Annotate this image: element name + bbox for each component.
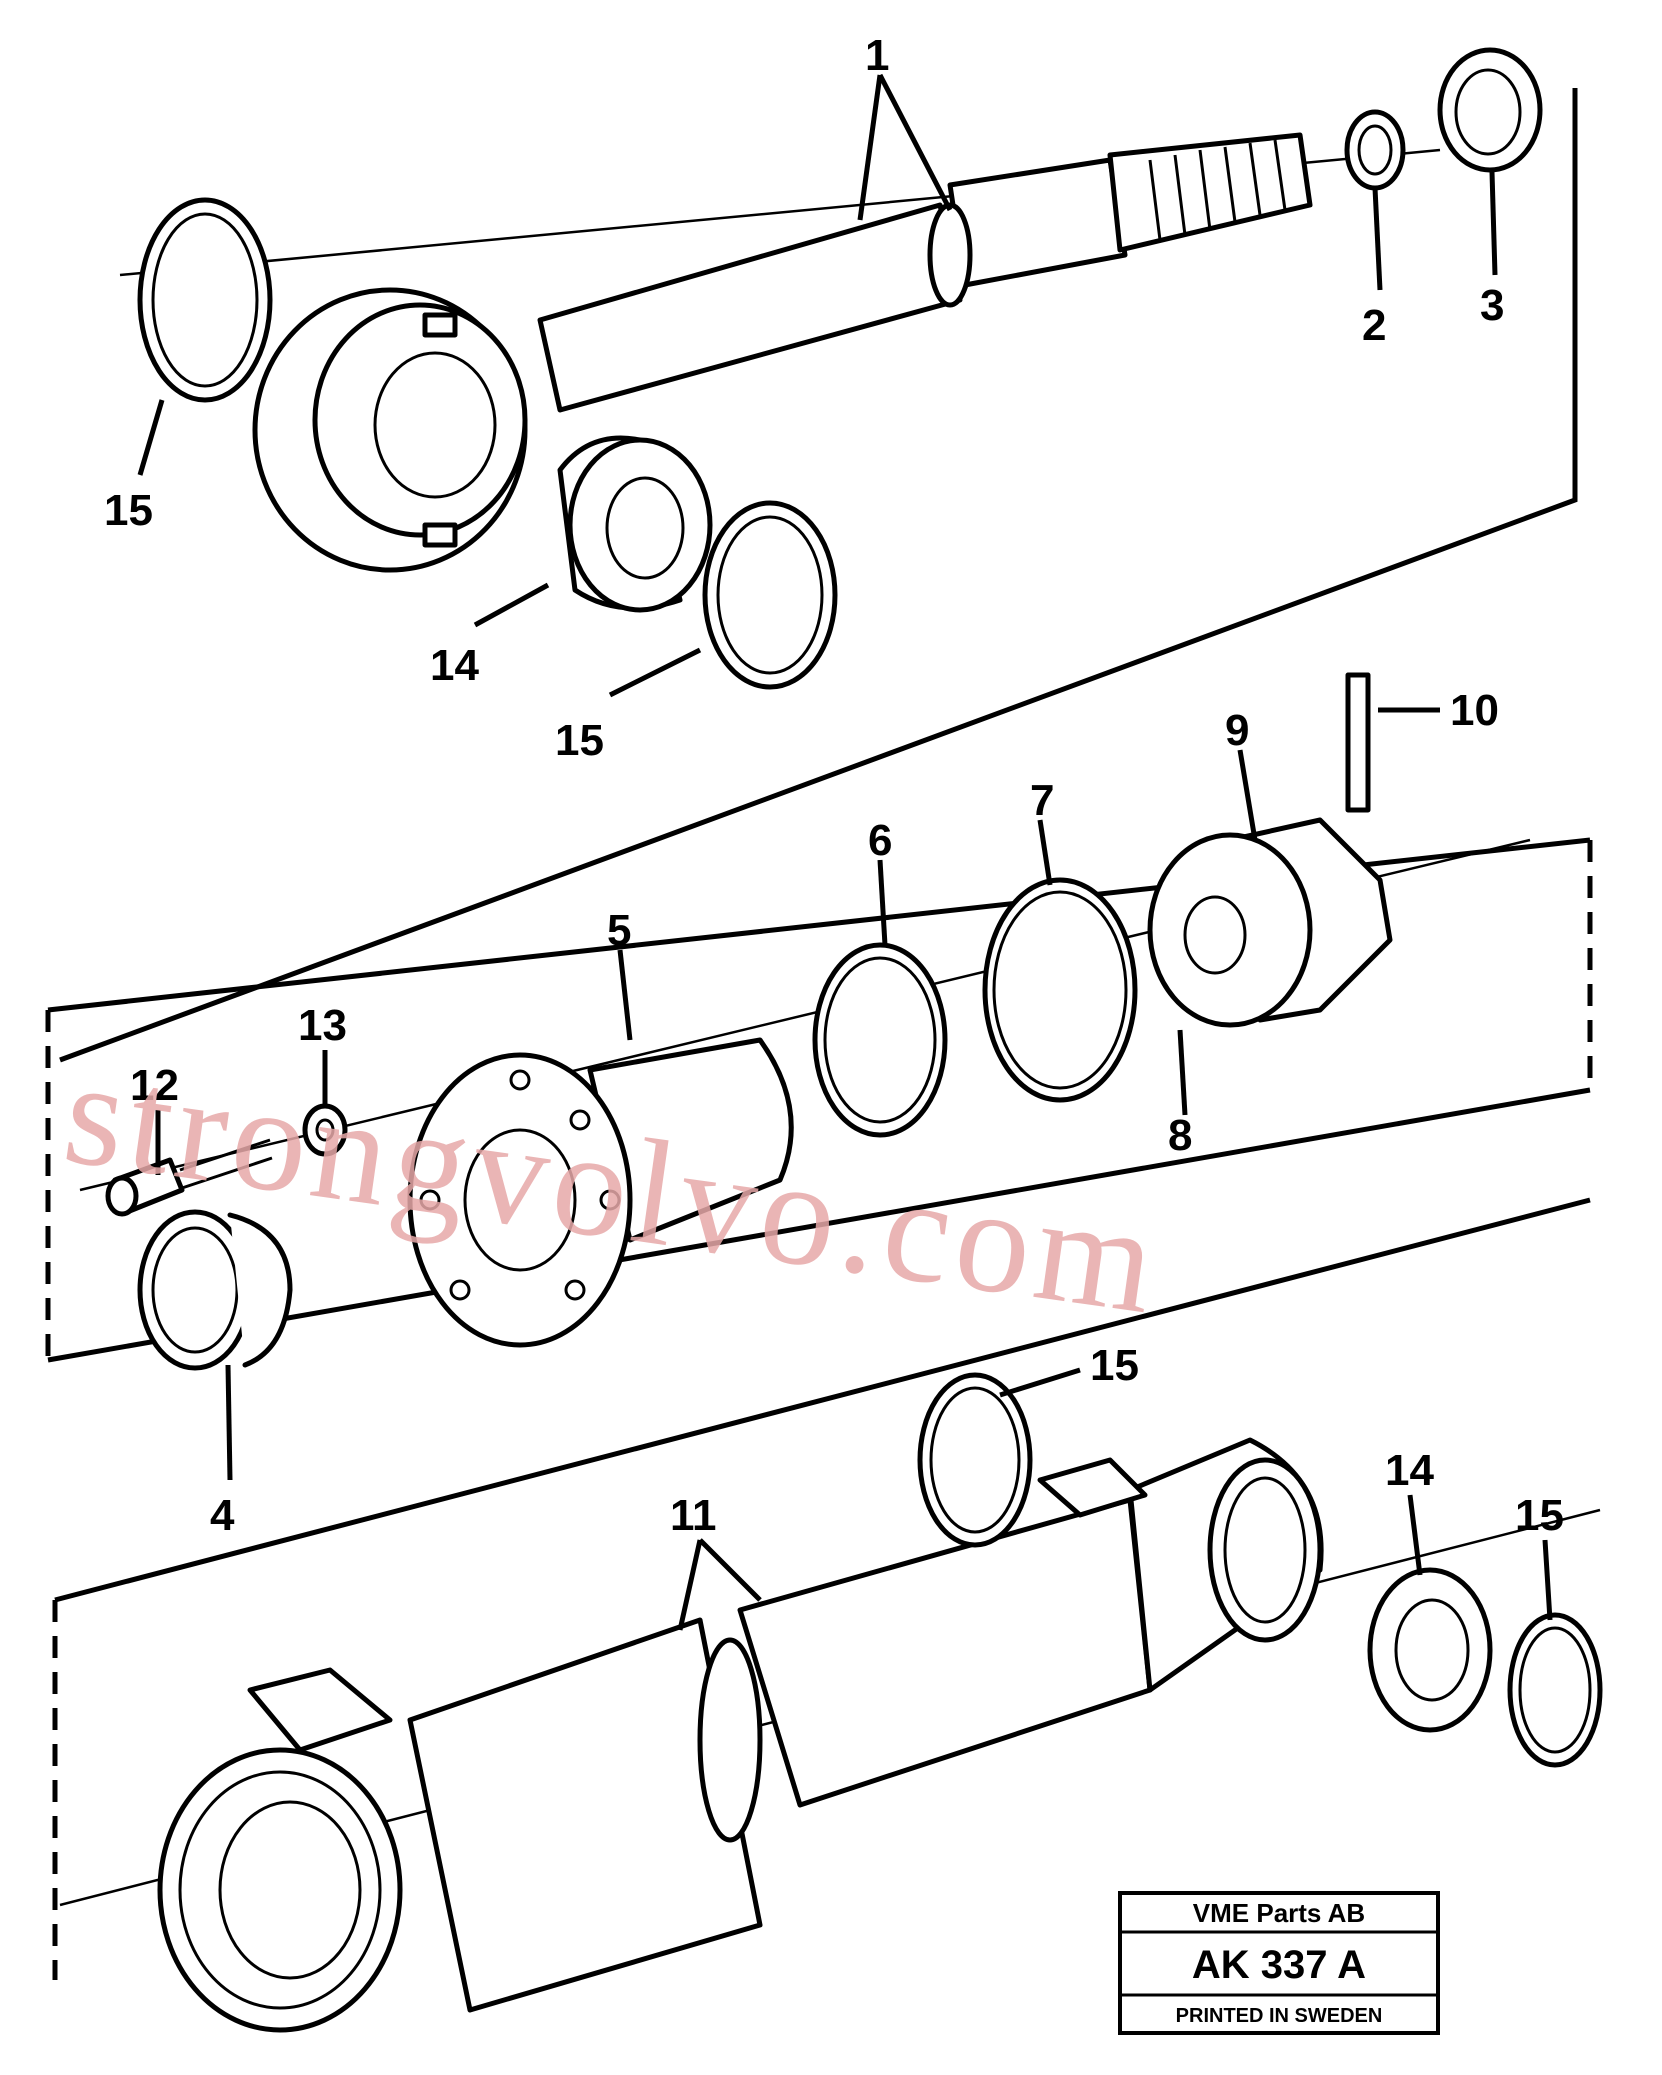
callout-15-bottom-left: 15 — [1090, 1341, 1139, 1390]
pin-part-10 — [1345, 672, 1371, 813]
callout-8: 8 — [1168, 1111, 1192, 1160]
circlip-part-15-bottom-right — [1507, 1612, 1603, 1768]
circlip-part-15-top-left — [137, 197, 273, 403]
group-frame-piston-rod — [59, 88, 1578, 1063]
callout-12: 12 — [130, 1061, 179, 1110]
callout-14-bottom: 14 — [1385, 1446, 1434, 1495]
washer-part-2 — [1344, 109, 1406, 191]
bearing-part-14-top — [557, 435, 713, 613]
cylinder-head-part-5 — [407, 1037, 794, 1348]
seal-part-3 — [1437, 47, 1543, 173]
callout-3: 3 — [1480, 281, 1504, 330]
callout-7: 7 — [1030, 776, 1054, 825]
callout-10: 10 — [1450, 686, 1499, 735]
o-ring-part-6 — [812, 942, 948, 1138]
washer-part-13 — [302, 1103, 348, 1157]
cap-screw-part-12 — [105, 1138, 273, 1217]
callout-1: 1 — [865, 31, 889, 80]
title-block: VME Parts AB AK 337 A PRINTED IN SWEDEN — [1118, 1891, 1440, 2035]
wiper-ring-part-4 — [137, 1209, 293, 1371]
circlip-part-15-top-right — [702, 500, 838, 690]
callout-4: 4 — [210, 1491, 235, 1540]
rod-eye — [252, 287, 528, 573]
title-block-drawing-number: AK 337 A — [1192, 1943, 1366, 1987]
piston-part-9 — [1147, 817, 1393, 1028]
callout-2: 2 — [1362, 301, 1386, 350]
group-frame-cylinder-tube — [52, 1197, 1591, 1980]
circlip-part-15-bottom-left — [917, 1372, 1033, 1548]
callout-11: 11 — [670, 1491, 717, 1540]
callout-5: 5 — [607, 906, 631, 955]
leader-lines — [137, 73, 1553, 1631]
callout-15-top-left: 15 — [104, 486, 153, 535]
callout-14-top: 14 — [430, 641, 479, 690]
title-block-company: VME Parts AB — [1193, 1898, 1365, 1928]
cylinder-tube-part-11 — [59, 1437, 1601, 2033]
callout-6: 6 — [868, 816, 892, 865]
bearing-part-14-bottom — [1367, 1567, 1493, 1733]
callout-15-top-right: 15 — [555, 716, 604, 765]
piston-rod-part-1 — [119, 132, 1441, 413]
callout-15-bottom-right: 15 — [1515, 1491, 1564, 1540]
callout-labels: 1 2 3 15 14 15 10 9 7 6 5 13 12 8 4 15 1… — [104, 31, 1564, 1540]
callout-13: 13 — [298, 1001, 347, 1050]
title-block-printed: PRINTED IN SWEDEN — [1176, 2005, 1383, 2027]
backup-ring-part-7 — [982, 877, 1138, 1103]
callout-9: 9 — [1225, 706, 1249, 755]
